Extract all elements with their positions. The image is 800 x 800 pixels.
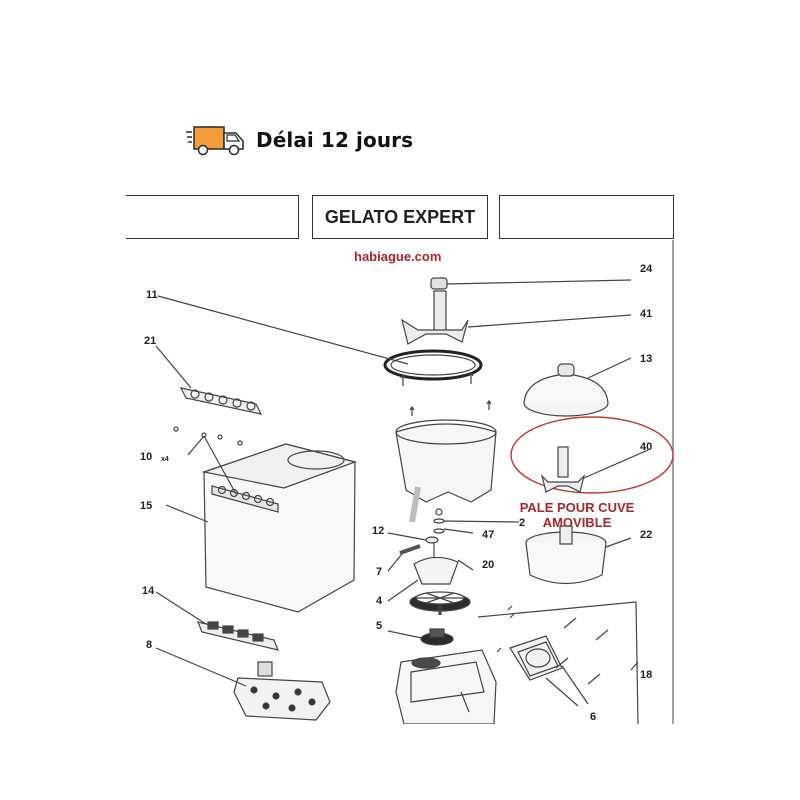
callout-47: 47	[482, 529, 494, 541]
website-label: habiague.com	[354, 249, 442, 264]
part-18-screws	[477, 601, 639, 724]
part-22-bowl	[525, 525, 632, 584]
part-11-gasket	[157, 295, 483, 386]
part-10-screws	[173, 426, 243, 495]
callout-2: 2	[519, 517, 525, 529]
part-4-agitator	[387, 542, 474, 602]
callout-6: 6	[590, 711, 596, 723]
header-box-left	[126, 195, 299, 239]
exploded-parts-diagram: GELATO EXPERT habiague.com	[126, 192, 674, 724]
callout-10: 10	[140, 451, 152, 463]
note-line-2: AMOVIBLE	[542, 515, 612, 530]
callout-40: 40	[640, 441, 652, 453]
part-41-paddle	[401, 290, 632, 345]
part-15-base-unit	[165, 443, 358, 613]
part-13-lid	[523, 357, 632, 417]
callout-22: 22	[640, 529, 652, 541]
callout-13: 13	[640, 353, 652, 365]
motor-housing	[395, 649, 497, 724]
callout-11: 11	[146, 289, 158, 301]
callout-4: 4	[376, 595, 383, 607]
bucket-assembly	[395, 399, 497, 523]
callout-5: 5	[376, 620, 382, 632]
small-parts-stack	[387, 508, 520, 544]
removable-paddle-note: PALE POUR CUVE AMOVIBLE	[502, 500, 652, 530]
delivery-truck-icon	[186, 126, 244, 156]
part-40-removable-paddle	[510, 416, 674, 494]
callout-15: 15	[140, 500, 152, 512]
callout-x4: x4	[161, 456, 169, 463]
callout-41: 41	[640, 308, 652, 320]
part-21-button-panel	[155, 345, 263, 415]
callout-20: 20	[482, 559, 494, 571]
callout-24: 24	[640, 263, 653, 275]
delivery-badge: Délai 12 jours	[186, 122, 413, 158]
callout-8: 8	[146, 639, 152, 651]
callout-18: 18	[640, 669, 652, 681]
sheet-title: GELATO EXPERT	[312, 195, 488, 239]
part-5-hub	[387, 628, 454, 646]
delivery-delay-text: Délai 12 jours	[256, 128, 414, 152]
callout-14: 14	[142, 585, 155, 597]
callout-21: 21	[144, 335, 156, 347]
part-24-cap	[430, 277, 632, 290]
header-box-right	[499, 195, 674, 239]
part-7-key	[387, 544, 421, 572]
part-8-pcb	[155, 647, 331, 721]
part-6-fan	[509, 635, 589, 707]
note-line-1: PALE POUR CUVE	[519, 500, 635, 515]
diagram-drawing: 24 41 11 21 13 40 10 x4 15 12 47 2 22 7 …	[140, 240, 674, 724]
fan-wheel	[409, 591, 471, 615]
callout-7: 7	[376, 566, 382, 578]
part-14-board	[155, 591, 279, 651]
callout-12: 12	[372, 525, 384, 537]
